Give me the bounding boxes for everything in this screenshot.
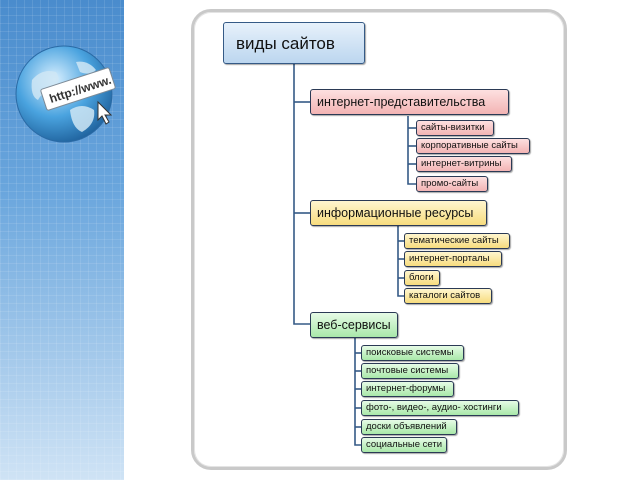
category-node-1: интернет-представительства: [310, 89, 509, 115]
globe-icon: http://www.: [12, 40, 122, 150]
leaf-node: фото-, видео-, аудио- хостинги: [361, 400, 519, 416]
leaf-node: интернет-витрины: [416, 156, 512, 172]
leaf-node: интернет-порталы: [404, 251, 502, 267]
root-node: виды сайтов: [223, 22, 365, 64]
leaf-node: интернет-форумы: [361, 381, 454, 397]
leaf-node: сайты-визитки: [416, 120, 494, 136]
leaf-node: тематические сайты: [404, 233, 510, 249]
leaf-node: промо-сайты: [416, 176, 488, 192]
category-node-3: веб-сервисы: [310, 312, 398, 338]
leaf-node: блоги: [404, 270, 440, 286]
leaf-node: корпоративные сайты: [416, 138, 530, 154]
leaf-node: социальные сети: [361, 437, 447, 453]
category-node-2: информационные ресурсы: [310, 200, 487, 226]
leaf-node: доски объявлений: [361, 419, 457, 435]
leaf-node: поисковые системы: [361, 345, 464, 361]
leaf-node: каталоги сайтов: [404, 288, 492, 304]
leaf-node: почтовые системы: [361, 363, 459, 379]
